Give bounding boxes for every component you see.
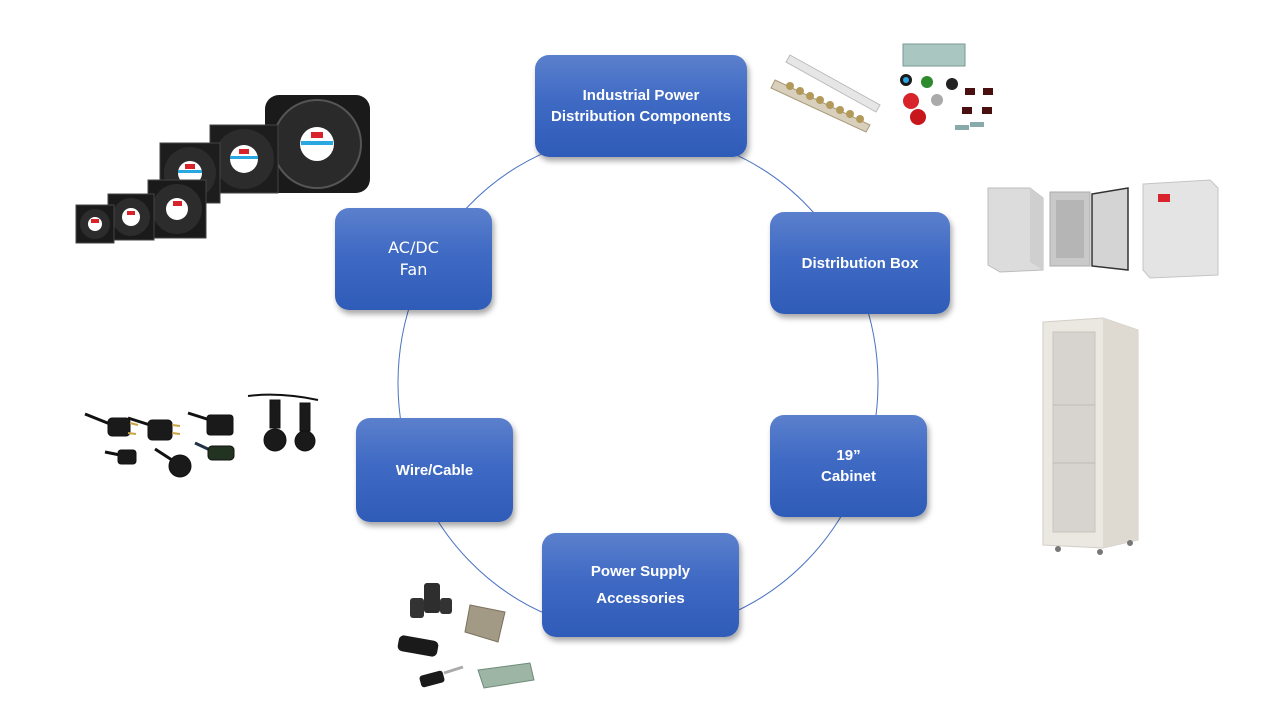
node-acdc-fan[interactable]: AC/DC Fan <box>335 208 492 310</box>
node-power-supply-accessories[interactable]: Power Supply Accessories <box>542 533 739 637</box>
server-rack-cabinet-icon <box>1042 317 1139 555</box>
node-wire-cable[interactable]: Wire/Cable <box>356 418 513 522</box>
node-label: 19” Cabinet <box>820 447 876 485</box>
node-label: Distribution Box <box>801 254 919 272</box>
node-label: AC/DC Fan <box>388 238 439 279</box>
node-19-inch-cabinet[interactable]: 19” Cabinet <box>770 415 927 517</box>
node-label: Wire/Cable <box>395 461 474 479</box>
node-distribution-box[interactable]: Distribution Box <box>770 212 950 314</box>
node-label: Power Supply Accessories <box>590 563 691 607</box>
node-industrial-power-distribution[interactable]: Industrial Power Distribution Components <box>535 55 747 157</box>
node-label: Industrial Power Distribution Components <box>551 87 731 125</box>
enclosure-boxes-icon <box>987 179 1219 279</box>
cooling-fans-icon <box>75 95 370 244</box>
power-cords-icon <box>84 393 319 478</box>
terminal-blocks-and-switches-icon <box>770 43 993 133</box>
ferrite-and-din-rail-icon <box>397 583 535 689</box>
